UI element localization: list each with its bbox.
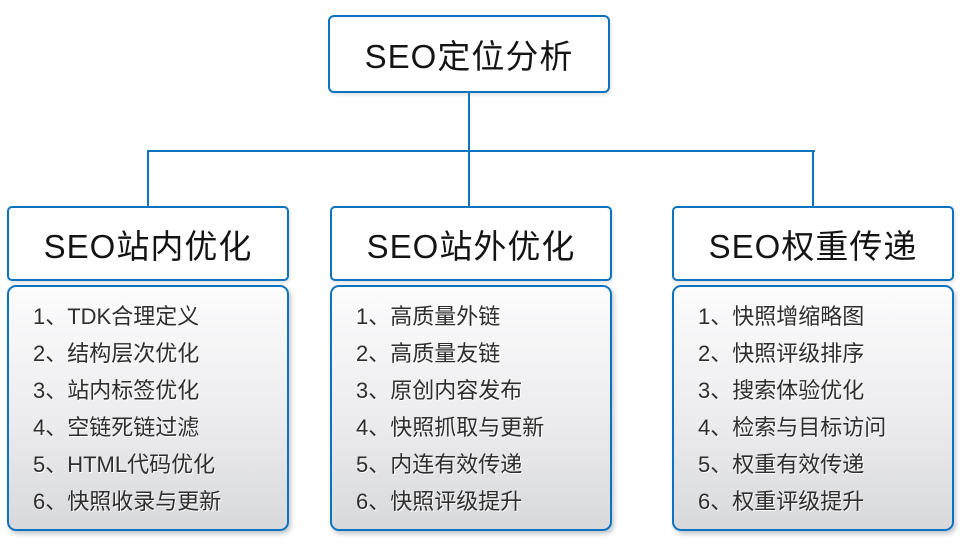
connector-root-stem bbox=[468, 93, 470, 151]
connector-drop-right bbox=[812, 150, 814, 207]
column-list-offsite: 1、高质量外链 2、高质量友链 3、原创内容发布 4、快照抓取与更新 5、内连有… bbox=[330, 285, 612, 531]
list-item: 3、搜索体验优化 bbox=[698, 378, 865, 403]
root-node-seo-positioning: SEO定位分析 bbox=[328, 15, 610, 93]
list-item: 6、快照收录与更新 bbox=[33, 489, 222, 514]
list-item: 2、快照评级排序 bbox=[698, 341, 865, 366]
list-item: 6、快照评级提升 bbox=[356, 489, 523, 514]
column-header-weight: SEO权重传递 bbox=[672, 206, 954, 281]
list-item: 4、空链死链过滤 bbox=[33, 415, 200, 440]
list-item: 5、HTML代码优化 bbox=[33, 452, 216, 477]
list-item: 6、权重评级提升 bbox=[698, 489, 865, 514]
list-item: 5、权重有效传递 bbox=[698, 452, 865, 477]
list-item: 3、站内标签优化 bbox=[33, 378, 200, 403]
column-header-label: SEO站外优化 bbox=[366, 227, 576, 265]
connector-drop-left bbox=[147, 150, 149, 207]
column-list-weight: 1、快照增缩略图 2、快照评级排序 3、搜索体验优化 4、检索与目标访问 5、权… bbox=[672, 285, 954, 531]
root-node-label: SEO定位分析 bbox=[364, 38, 574, 75]
list-item: 1、快照增缩略图 bbox=[698, 304, 865, 329]
list-item: 1、TDK合理定义 bbox=[33, 304, 200, 329]
column-header-offsite: SEO站外优化 bbox=[330, 206, 612, 281]
column-list-onsite: 1、TDK合理定义 2、结构层次优化 3、站内标签优化 4、空链死链过滤 5、H… bbox=[7, 285, 289, 531]
column-header-label: SEO站内优化 bbox=[43, 227, 253, 265]
list-item: 2、结构层次优化 bbox=[33, 341, 200, 366]
list-item: 1、高质量外链 bbox=[356, 304, 501, 329]
connector-drop-middle bbox=[468, 150, 470, 207]
column-header-label: SEO权重传递 bbox=[708, 227, 918, 265]
column-header-onsite: SEO站内优化 bbox=[7, 206, 289, 281]
connector-horizontal-bus bbox=[147, 150, 815, 152]
list-item: 2、高质量友链 bbox=[356, 341, 501, 366]
list-item: 4、检索与目标访问 bbox=[698, 415, 887, 440]
list-item: 4、快照抓取与更新 bbox=[356, 415, 545, 440]
list-item: 3、原创内容发布 bbox=[356, 378, 523, 403]
list-item: 5、内连有效传递 bbox=[356, 452, 523, 477]
